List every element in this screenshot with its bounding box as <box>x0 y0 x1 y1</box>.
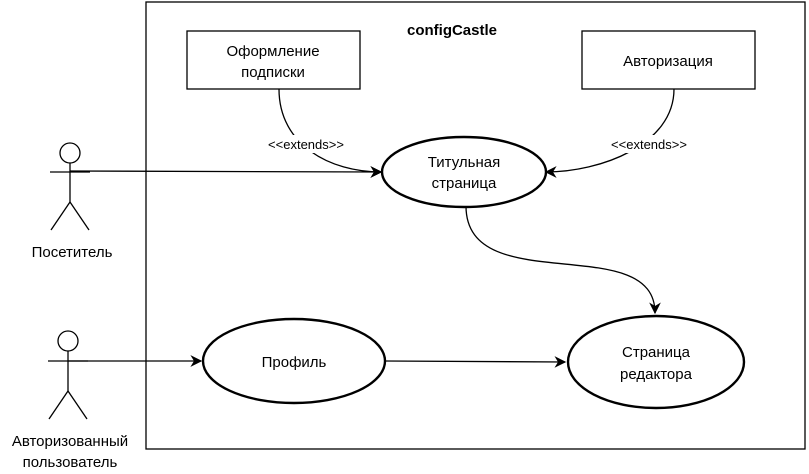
subscription-line2: подписки <box>241 64 305 81</box>
use-case-profile[interactable]: Профиль <box>201 317 387 405</box>
visitor-to-title-page-line <box>69 166 383 178</box>
actor-user-label-line1: Авторизованный <box>12 433 128 450</box>
use-case-authorization[interactable]: Авторизация <box>581 30 756 90</box>
extends-left-label: <<extends>> <box>268 137 344 152</box>
actor-user-head <box>57 330 79 352</box>
actor-visitor-label: Посетитель <box>32 244 113 261</box>
actor-visitor-head <box>59 142 81 164</box>
use-case-editor-page[interactable]: Страница редактора <box>566 314 746 410</box>
profile-label: Профиль <box>262 354 327 371</box>
extends-left-bg <box>258 135 354 153</box>
extends-right-bg <box>601 135 697 153</box>
title-page-to-editor-line <box>465 205 661 315</box>
subscription-line1: Оформление <box>226 43 319 60</box>
authorization-label: Авторизация <box>623 53 713 70</box>
use-case-subscription[interactable]: Оформление подписки <box>186 30 361 90</box>
title-page-line1: Титульная <box>428 154 500 171</box>
title-page-line2: страница <box>432 175 497 192</box>
profile-to-editor-line <box>384 356 567 368</box>
actor-user-label-line2: пользователь <box>23 454 118 471</box>
extends-right-label: <<extends>> <box>611 137 687 152</box>
editor-page-line1: Страница <box>622 344 691 361</box>
editor-page-line2: редактора <box>620 366 693 383</box>
actor-visitor[interactable]: Посетитель <box>32 142 113 261</box>
actor-authorized-user[interactable]: Авторизованный пользователь <box>12 330 128 471</box>
system-title: configCastle <box>407 22 497 39</box>
use-case-title-page[interactable]: Титульная страница <box>380 135 548 209</box>
